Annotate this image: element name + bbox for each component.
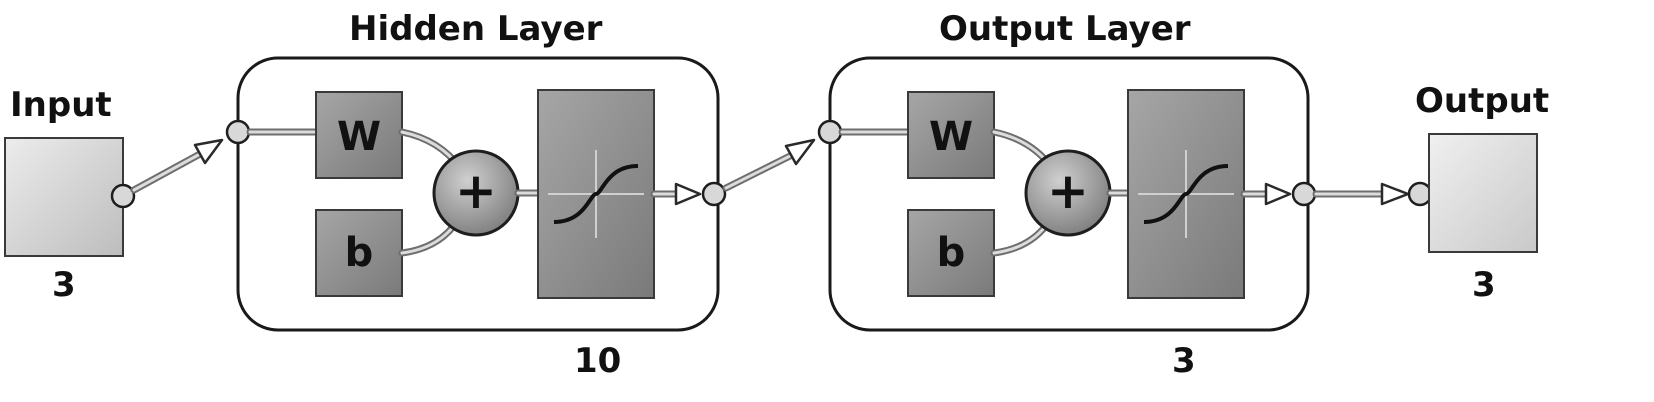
output-layer-input-node [817,119,843,145]
hidden-layer-size: 10 [574,341,621,381]
hidden-layer-title: Hidden Layer [349,9,603,49]
input-title: Input [10,85,112,125]
hidden-input-node [225,119,251,145]
input-box [4,137,124,257]
hidden-weight-block [315,91,403,179]
output-title: Output [1415,81,1549,121]
sigmoid-icon [548,150,644,238]
output-layer: Output Layer W b + 3 [817,9,1317,381]
arrow-icon [784,138,816,166]
output-size: 3 [1472,265,1496,305]
output-box [1428,133,1538,253]
hidden-bias-label: b [345,230,374,276]
output-port-node [1407,181,1433,207]
hidden-sum-symbol: + [455,162,497,220]
hidden-output-node [701,181,727,207]
input-port-node [110,183,136,209]
arrow-icon [1380,182,1410,206]
output-weight-label: W [929,114,973,160]
input-size: 3 [52,265,76,305]
output-layer-output-node [1291,181,1317,207]
output-layer-title: Output Layer [939,9,1191,49]
arrow-icon [1264,182,1292,206]
output-layer-to-output-connector [1312,182,1410,206]
arrow-icon [193,138,224,165]
hidden-layer: Hidden Layer W b + [225,9,727,381]
hidden-to-output-connector [722,138,816,192]
output-bias-label: b [937,230,966,276]
output-layer-size: 3 [1172,341,1196,381]
input-to-hidden-connector [130,138,224,194]
output-weight-block [907,91,995,179]
sigmoid-icon [1138,150,1234,238]
hidden-weight-label: W [337,114,381,160]
output-section: Output 3 [1407,81,1549,305]
input-section: Input 3 [4,85,136,305]
output-sum-symbol: + [1047,162,1089,220]
arrow-icon [674,182,702,206]
